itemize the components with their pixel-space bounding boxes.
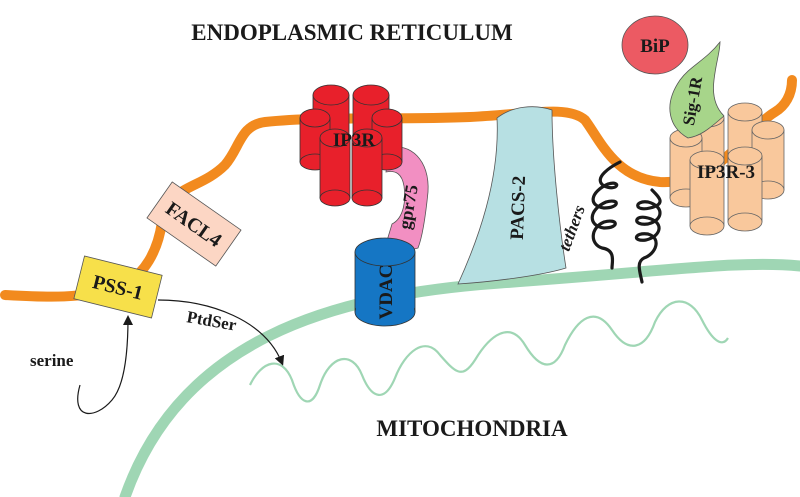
ip3r3-label: IP3R-3 bbox=[697, 162, 755, 183]
serine-label: serine bbox=[30, 351, 74, 370]
ip3r-protein bbox=[299, 84, 403, 207]
ip3r-label: IP3R bbox=[333, 130, 376, 151]
mitochondria-cristae bbox=[249, 300, 729, 403]
ptdser-label: PtdSer bbox=[185, 307, 238, 334]
ptdser-arrow bbox=[157, 299, 285, 366]
bip-label: BiP bbox=[640, 36, 670, 57]
facl4-protein: FACL4 bbox=[146, 181, 242, 267]
vdac-label: VDAC bbox=[376, 265, 397, 320]
bip-protein: BiP bbox=[621, 15, 689, 75]
vdac-protein: VDAC bbox=[354, 237, 416, 327]
mitochondria-title: MITOCHONDRIA bbox=[376, 416, 568, 441]
sig1r-protein bbox=[669, 40, 725, 139]
pacs2-protein bbox=[457, 106, 567, 285]
er-title: ENDOPLASMIC RETICULUM bbox=[191, 20, 513, 45]
tether-coil-left bbox=[590, 160, 622, 270]
serine-arrow bbox=[77, 315, 133, 415]
pss1-protein: PSS-1 bbox=[73, 255, 163, 319]
tethers bbox=[590, 160, 662, 284]
pacs2-label: PACS-2 bbox=[507, 175, 530, 240]
mitochondria-outer-membrane bbox=[119, 258, 800, 497]
tether-coil-right bbox=[634, 188, 662, 284]
